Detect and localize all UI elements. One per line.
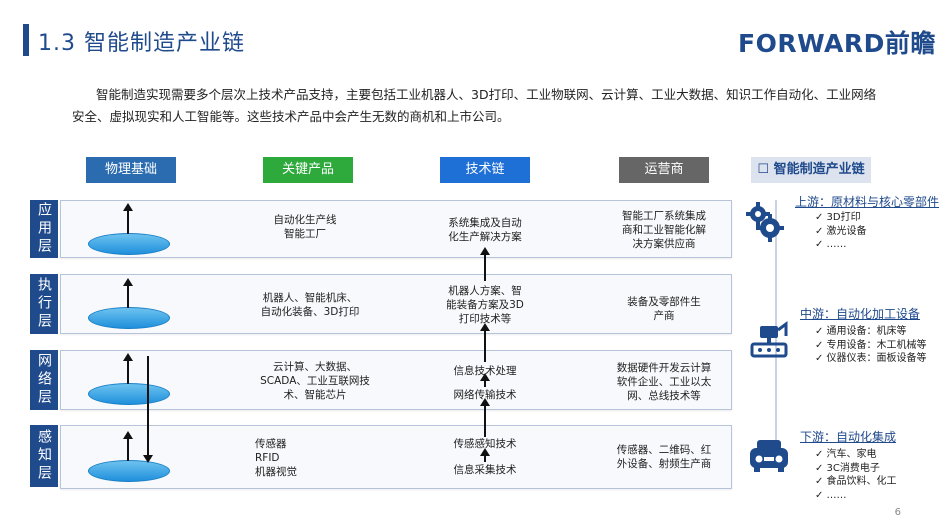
list-item: ✓ 仪器仪表：面板设备等	[815, 353, 927, 364]
arrow-down-line	[147, 356, 149, 456]
midstream-list: ✓ 通用设备：机床等 ✓ 专用设备：木工机械等 ✓ 仪器仪表：面板设备等	[815, 325, 927, 366]
page-number: 6	[894, 507, 901, 518]
arrow-up-icon	[123, 431, 133, 439]
list-item: ✓ 专用设备：木工机械等	[815, 339, 927, 351]
arrow-up-icon	[480, 448, 490, 456]
column-header-physical: 物理基础	[86, 157, 176, 183]
product-cell: 自动化生产线 智能工厂	[273, 214, 337, 240]
layer-row-perception	[60, 425, 732, 489]
tech-arrow-line	[484, 330, 486, 362]
layer-row-application	[60, 200, 732, 258]
list-item: ✓ 通用设备：机床等	[815, 326, 907, 337]
chain-header-label: 智能制造产业链	[773, 162, 865, 177]
list-item: ✓ 3C消费电子	[815, 462, 880, 474]
arrow-up-line	[127, 285, 129, 308]
operator-cell: 装备及零部件生 产商	[627, 296, 701, 322]
square-icon: ☐	[757, 162, 770, 177]
arrow-up-icon	[480, 373, 490, 381]
list-item: ✓ 激光设备	[815, 225, 867, 237]
tech-cell-top: 信息技术处理	[453, 365, 517, 377]
list-item: ✓ 食品饮料、化工	[815, 476, 897, 487]
downstream-title: 下游：自动化集成	[800, 430, 897, 444]
list-item: ✓ 3D打印	[815, 212, 861, 223]
tech-arrow-line	[484, 405, 486, 437]
list-item: ✓ ……	[815, 239, 847, 250]
tech-cell-top: 传感感知技术	[453, 438, 517, 450]
disk-icon	[88, 233, 170, 255]
chain-header: ☐ 智能制造产业链	[751, 157, 871, 183]
arrow-down-icon	[143, 455, 153, 463]
layer-label-execution: 执行层	[30, 274, 58, 334]
column-header-operators: 运营商	[619, 157, 709, 183]
disk-icon	[88, 383, 170, 405]
upstream-title: 上游：原材料与核心零部件	[795, 195, 940, 209]
intro-paragraph: 智能制造实现需要多个层次上技术产品支持，主要包括工业机器人、3D打印、工业物联网…	[72, 84, 887, 128]
arrow-up-line	[127, 210, 129, 234]
robot-arm-icon	[748, 318, 790, 360]
downstream-list: ✓ 汽车、家电 ✓ 3C消费电子 ✓ 食品饮料、化工 ✓ ……	[815, 448, 897, 502]
list-item: ✓ 汽车、家电	[815, 449, 877, 460]
brand-logo: FORWARD前瞻	[738, 29, 936, 58]
tech-arrow-line	[484, 377, 486, 387]
upstream-list: ✓ 3D打印 ✓ 激光设备 ✓ ……	[815, 211, 867, 252]
tech-cell-bottom: 信息采集技术	[453, 464, 517, 476]
column-header-tech: 技术链	[440, 157, 530, 183]
gear-icon	[743, 200, 785, 242]
layer-label-application: 应用层	[30, 200, 58, 258]
layer-row-network	[60, 350, 732, 410]
column-header-products: 关键产品	[263, 157, 353, 183]
arrow-up-icon	[480, 398, 490, 406]
intro-text: 智能制造实现需要多个层次上技术产品支持，主要包括工业机器人、3D打印、工业物联网…	[72, 87, 877, 124]
arrow-up-line	[127, 438, 129, 461]
page-title: 1.3 智能制造产业链	[38, 31, 245, 56]
arrow-up-line	[127, 360, 129, 384]
arrow-up-icon	[123, 353, 133, 361]
disk-icon	[88, 307, 170, 329]
tech-cell: 机器人方案、智 能装备方案及3D 打印技术等	[446, 285, 524, 325]
product-cell: 云计算、大数据、 SCADA、工业互联网技 术、智能芯片	[260, 361, 370, 401]
arrow-up-icon	[480, 247, 490, 255]
disk-icon	[88, 460, 170, 482]
operator-cell: 传感器、二维码、红 外设备、射频生产商	[616, 444, 712, 470]
product-cell: 传感器 RFID 机器视觉	[255, 438, 297, 478]
arrow-up-icon	[123, 203, 133, 211]
arrow-up-icon	[480, 323, 490, 331]
list-item: ✓ ……	[815, 489, 847, 501]
layer-row-execution	[60, 274, 732, 334]
arrow-up-icon	[123, 278, 133, 286]
product-cell: 机器人、智能机床、 自动化装备、3D打印	[260, 292, 360, 318]
layer-label-network: 网络层	[30, 350, 58, 410]
tech-cell-bottom: 网络传输技术	[453, 389, 517, 401]
car-icon	[748, 434, 790, 476]
tech-arrow-line	[484, 452, 486, 462]
tech-arrow-line	[484, 254, 486, 281]
tech-cell: 系统集成及自动 化生产解决方案	[448, 217, 522, 243]
operator-cell: 数据硬件开发云计算 软件企业、工业以太 网、总线技术等	[616, 362, 712, 402]
title-accent-bar	[23, 24, 29, 56]
layer-label-perception: 感知层	[30, 425, 58, 487]
midstream-title: 中游：自动化加工设备	[800, 307, 921, 321]
operator-cell: 智能工厂系统集成 商和工业智能化解 决方案供应商	[622, 210, 706, 250]
